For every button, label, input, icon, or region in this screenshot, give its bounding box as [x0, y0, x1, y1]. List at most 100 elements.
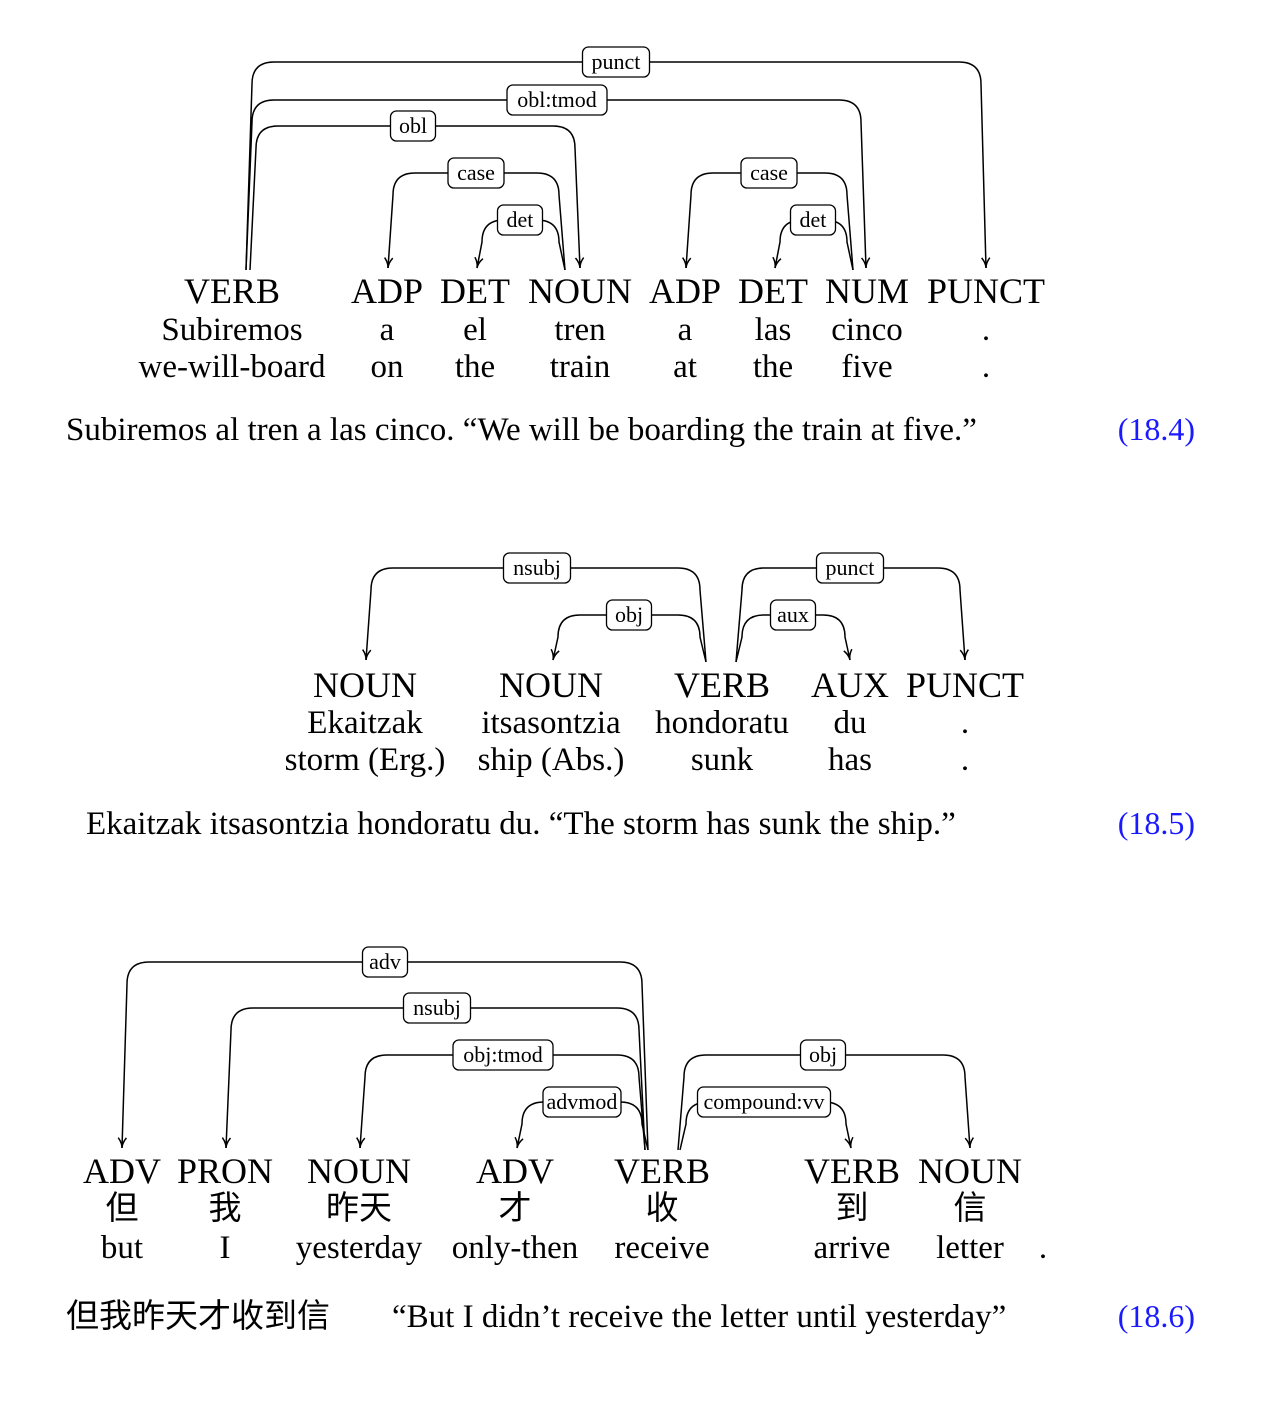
token-gloss: yesterday	[296, 1230, 423, 1266]
token-word: 收	[646, 1190, 679, 1227]
pos-tag: VERB	[804, 1151, 900, 1191]
arrowhead-icon	[844, 1136, 854, 1149]
arc-line	[225, 1007, 646, 1151]
pos-tag: PUNCT	[927, 271, 1045, 311]
arc-label-box	[789, 204, 837, 236]
arc-label-box	[815, 552, 885, 584]
arrowhead-icon	[362, 649, 372, 661]
arc-label-box	[605, 599, 653, 631]
token-gloss: sunk	[691, 742, 754, 778]
pos-tag: PUNCT	[906, 665, 1024, 705]
sentence-translation: Ekaitzak itsasontzia hondoratu du. “The …	[86, 806, 956, 842]
arc-label-box	[452, 1039, 554, 1071]
pos-tag: ADV	[83, 1151, 161, 1191]
pos-tag: DET	[440, 271, 510, 311]
example-number-link[interactable]: (18.5)	[1118, 805, 1195, 841]
arc-label-box	[740, 157, 798, 189]
token-gloss: but	[101, 1230, 143, 1266]
dependency-arc: obj	[550, 599, 707, 663]
arrowhead-icon	[574, 257, 585, 269]
arc-label-box	[542, 1086, 622, 1118]
pos-tag: VERB	[184, 271, 280, 311]
arrowhead-icon	[550, 648, 560, 661]
arc-label-box	[506, 84, 608, 116]
token-word: a	[678, 312, 693, 348]
arrowhead-icon	[384, 257, 394, 269]
pos-tag: AUX	[811, 665, 889, 705]
dependency-arc: obj	[677, 1039, 974, 1151]
token-gloss: only-then	[452, 1230, 578, 1266]
pos-tag: NOUN	[499, 665, 603, 705]
example-number-link[interactable]: (18.4)	[1118, 411, 1195, 447]
token: PUNCT..	[927, 271, 1045, 385]
token-gloss: the	[753, 349, 793, 385]
token-gloss: I	[220, 1230, 231, 1266]
example-number-link[interactable]: (18.6)	[1118, 1298, 1195, 1334]
dependency-arc: obl	[249, 110, 585, 271]
arc-label-box	[447, 157, 505, 189]
token-word: cinco	[831, 312, 902, 348]
arc-label: advmod	[547, 1089, 618, 1114]
token-word: Subiremos	[161, 312, 302, 348]
arc-label: obj	[809, 1042, 837, 1067]
token-word: .	[982, 312, 990, 348]
token-word: .	[961, 705, 969, 741]
arc-line	[121, 961, 649, 1151]
arc-label: obl:tmod	[517, 87, 596, 112]
pos-tag: ADV	[476, 1151, 554, 1191]
dependency-arc: obj:tmod	[356, 1039, 646, 1151]
token-gloss: .	[961, 742, 969, 778]
arrowhead-icon	[117, 1137, 127, 1149]
sentence-translation: Subiremos al tren a las cinco. “We will …	[66, 412, 977, 448]
token-word: tren	[554, 312, 605, 348]
pos-tag: NOUN	[307, 1151, 411, 1191]
token-word: 才	[499, 1190, 532, 1227]
pos-tag: ADP	[351, 271, 423, 311]
token-word: 我	[209, 1191, 242, 1227]
token-word: 但	[106, 1190, 139, 1227]
arc-label: obl	[399, 113, 427, 138]
arrowhead-icon	[221, 1137, 232, 1149]
arc-label: case	[750, 160, 788, 185]
arc-label: punct	[592, 49, 641, 74]
arc-label-box	[402, 992, 472, 1024]
token-gloss: .	[1039, 1230, 1047, 1266]
token-word: 信	[954, 1190, 987, 1227]
token-word: hondoratu	[655, 705, 789, 741]
token-gloss: arrive	[814, 1230, 891, 1266]
dependency-arc: adv	[117, 946, 649, 1151]
dependency-arc: aux	[735, 599, 853, 663]
sentence-translation: “But I didn’t receive the letter until y…	[392, 1299, 1006, 1335]
dependency-arc: compound:vv	[679, 1086, 854, 1151]
token-word: du	[834, 705, 867, 741]
token-gloss: ship (Abs.)	[478, 742, 625, 778]
arc-label: nsubj	[513, 555, 561, 580]
dependency-arc: punct	[245, 46, 991, 271]
dependency-arc: case	[384, 157, 566, 271]
token-word: a	[380, 312, 395, 348]
arc-label: nsubj	[413, 995, 461, 1020]
arc-line	[245, 61, 987, 271]
arc-label: case	[457, 160, 495, 185]
token-word: 昨天	[326, 1190, 392, 1227]
pos-tag: DET	[738, 271, 808, 311]
arc-label-box	[389, 110, 437, 142]
token: .	[1039, 1230, 1047, 1266]
arrowhead-icon	[843, 648, 853, 661]
arrowhead-icon	[474, 256, 484, 269]
arrowhead-icon	[356, 1137, 366, 1149]
arrowhead-icon	[682, 257, 692, 269]
arc-label: det	[507, 207, 534, 232]
native-sentence: 但我昨天才收到信	[66, 1298, 330, 1335]
